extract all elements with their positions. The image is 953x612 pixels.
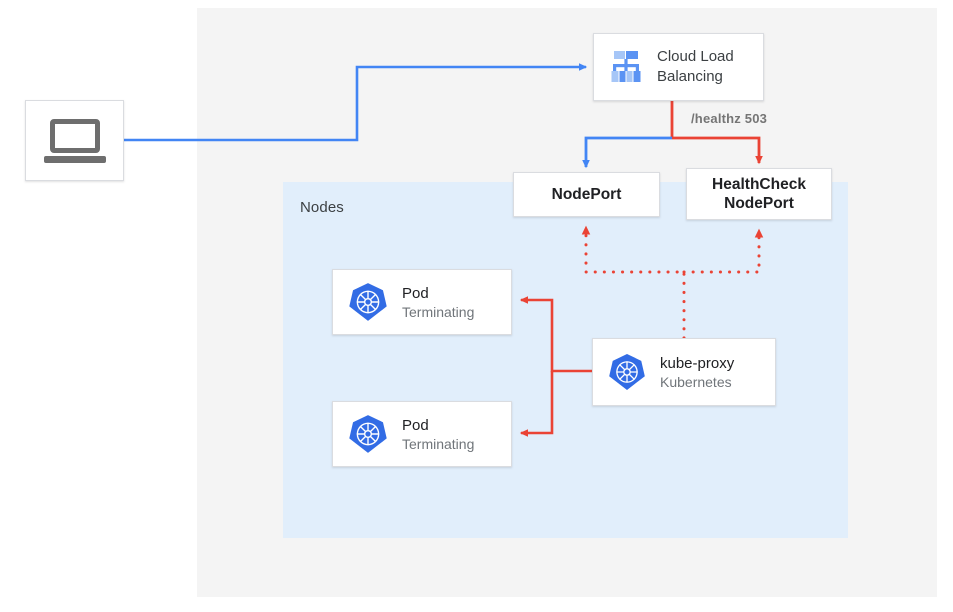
kube-proxy-subtitle: Kubernetes	[660, 373, 732, 390]
laptop-icon	[43, 118, 106, 163]
nodes-panel-label: Nodes	[300, 199, 344, 216]
cloud-load-balancing-title-line1: Cloud Load	[657, 48, 734, 65]
healthcheck-nodeport-card: HealthCheck NodePort	[686, 168, 832, 220]
client-laptop-card	[25, 100, 124, 181]
healthcheck-nodeport-label-line1: HealthCheck	[712, 176, 806, 193]
kubernetes-icon	[349, 283, 387, 321]
kubernetes-icon	[609, 354, 645, 390]
nodeport-label: NodePort	[551, 186, 622, 203]
pod-status-1: Terminating	[402, 303, 475, 320]
cloud-load-balancing-card: Cloud Load Balancing	[593, 33, 764, 101]
nodeport-card: NodePort	[513, 172, 660, 217]
kube-proxy-card: kube-proxy Kubernetes	[592, 338, 776, 406]
kubernetes-icon	[349, 415, 387, 453]
pod-title-2: Pod	[402, 416, 429, 434]
pod-card-1: Pod Terminating	[332, 269, 512, 335]
cloud-load-balancing-title-line2: Balancing	[657, 68, 723, 85]
healthcheck-nodeport-label-line2: NodePort	[724, 195, 794, 212]
pod-card-2: Pod Terminating	[332, 401, 512, 467]
pod-title-1: Pod	[402, 284, 429, 302]
cloud-load-balancing-icon	[611, 51, 641, 82]
pod-status-2: Terminating	[402, 435, 475, 452]
kube-proxy-title: kube-proxy	[660, 354, 735, 372]
healthz-status-label: /healthz 503	[691, 111, 768, 126]
